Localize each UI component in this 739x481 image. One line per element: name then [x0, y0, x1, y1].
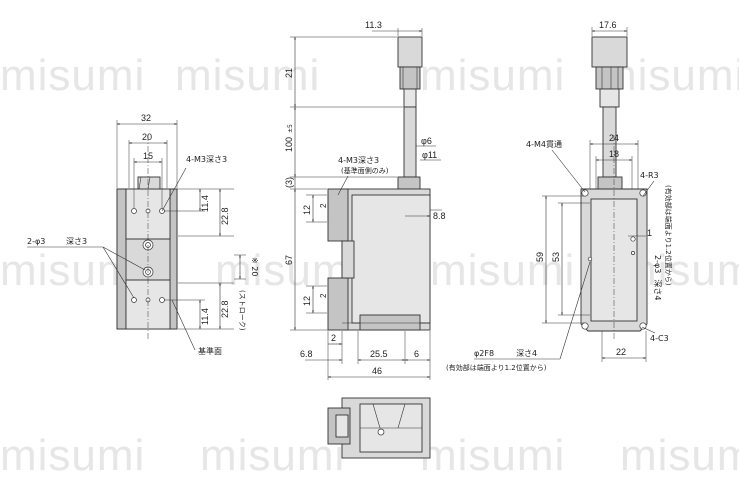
rear-view: 17.6 24 18 4-M4貫通 4-R3 4-C3 59 53 1 2-φ3… [446, 20, 673, 372]
m3-hole [131, 208, 137, 214]
m3-hole [131, 297, 137, 303]
dim-46: 46 [372, 366, 382, 376]
datum-label: 基準面 [198, 346, 222, 356]
svg-text:misumi: misumi [420, 51, 565, 100]
svg-text:misumi: misumi [430, 246, 575, 295]
c3-label: 4-C3 [650, 334, 669, 343]
svg-text:misumi: misumi [200, 431, 345, 480]
rear-connector [591, 36, 628, 68]
m4-hole [639, 189, 647, 197]
carriage-top [327, 188, 349, 242]
side-pin-label: 2-φ3深さ4 [653, 255, 662, 300]
m4-hole [581, 322, 589, 330]
dim-53: 53 [551, 252, 561, 262]
dim-100-tol: ±5 [287, 124, 294, 133]
dim-24: 24 [609, 133, 619, 143]
side-m3-tap-sub: (基準面側のみ) [341, 166, 389, 175]
svg-text:misumi: misumi [0, 51, 145, 100]
dim-22-8-bottom: 22.8 [220, 300, 230, 318]
dim-phi11: φ11 [422, 150, 437, 160]
dim-2-base: 2 [331, 333, 336, 343]
carriage-bottom [327, 277, 349, 331]
side-view: 21 100 ±5 (3) 67 12 2 12 2 11.3 φ6 φ11 4… [284, 20, 446, 380]
dim-11-4-bottom: 11.4 [200, 308, 210, 325]
m3-tap-label: 4-M3深さ3 [186, 155, 227, 164]
front-view: 32 20 15 4-M3深さ3 11.4 22.8 22.8 11.4 ※ 2… [27, 113, 259, 356]
dim-18: 18 [609, 149, 619, 159]
dim-2-bottom: 2 [319, 293, 328, 298]
dim-width-15: 15 [143, 151, 153, 161]
pin-hole-depth: 深さ3 [66, 237, 87, 246]
pin-hole-label: 2-φ3 [27, 237, 45, 246]
dim-width-32: 32 [141, 113, 151, 123]
dim-width-20: 20 [142, 132, 152, 142]
dim-12-top: 12 [302, 205, 312, 215]
dim-1: 1 [647, 228, 652, 238]
dim-100: 100 [284, 137, 294, 152]
cable [403, 106, 417, 178]
r3-label: 4-R3 [640, 171, 659, 180]
dim-11-4-top: 11.4 [200, 195, 210, 212]
dim-22-8-top: 22.8 [220, 207, 230, 225]
dim-3: (3) [284, 177, 294, 188]
m4-thru-label: 4-M4貫通 [526, 139, 562, 149]
side-m3-tap-label: 4-M3深さ3 [338, 156, 379, 165]
dim-59: 59 [535, 252, 545, 262]
dim-22: 22 [616, 347, 626, 357]
dim-6-8: 6.8 [300, 349, 313, 359]
m3-hole [159, 297, 165, 303]
dim-8-8: 8.8 [433, 211, 446, 221]
dim-6: 6 [414, 349, 419, 359]
dim-67: 67 [284, 255, 294, 265]
dim-phi6: φ6 [421, 136, 432, 146]
stroke-label: ※ 20 [250, 257, 259, 276]
svg-text:misumi: misumi [175, 51, 320, 100]
svg-text:misumi: misumi [420, 431, 565, 480]
side-pin-note: (有効部は端面より1.2位置から) [664, 185, 673, 286]
pin-note: (有効部は端面より1.2位置から) [446, 363, 547, 372]
stroke-word: (ストローク) [238, 290, 246, 331]
dim-21: 21 [284, 68, 294, 78]
m4-hole [581, 189, 589, 197]
dim-17-6: 17.6 [599, 20, 617, 30]
svg-text:misumi: misumi [620, 431, 739, 480]
connector [397, 36, 423, 68]
svg-text:misumi: misumi [0, 431, 145, 480]
dim-25-5: 25.5 [370, 349, 388, 359]
dim-12-bottom: 12 [302, 296, 312, 306]
m4-hole [639, 322, 647, 330]
dim-11-3: 11.3 [365, 20, 382, 30]
dim-2-top: 2 [319, 203, 328, 208]
bottom-view [327, 397, 431, 459]
